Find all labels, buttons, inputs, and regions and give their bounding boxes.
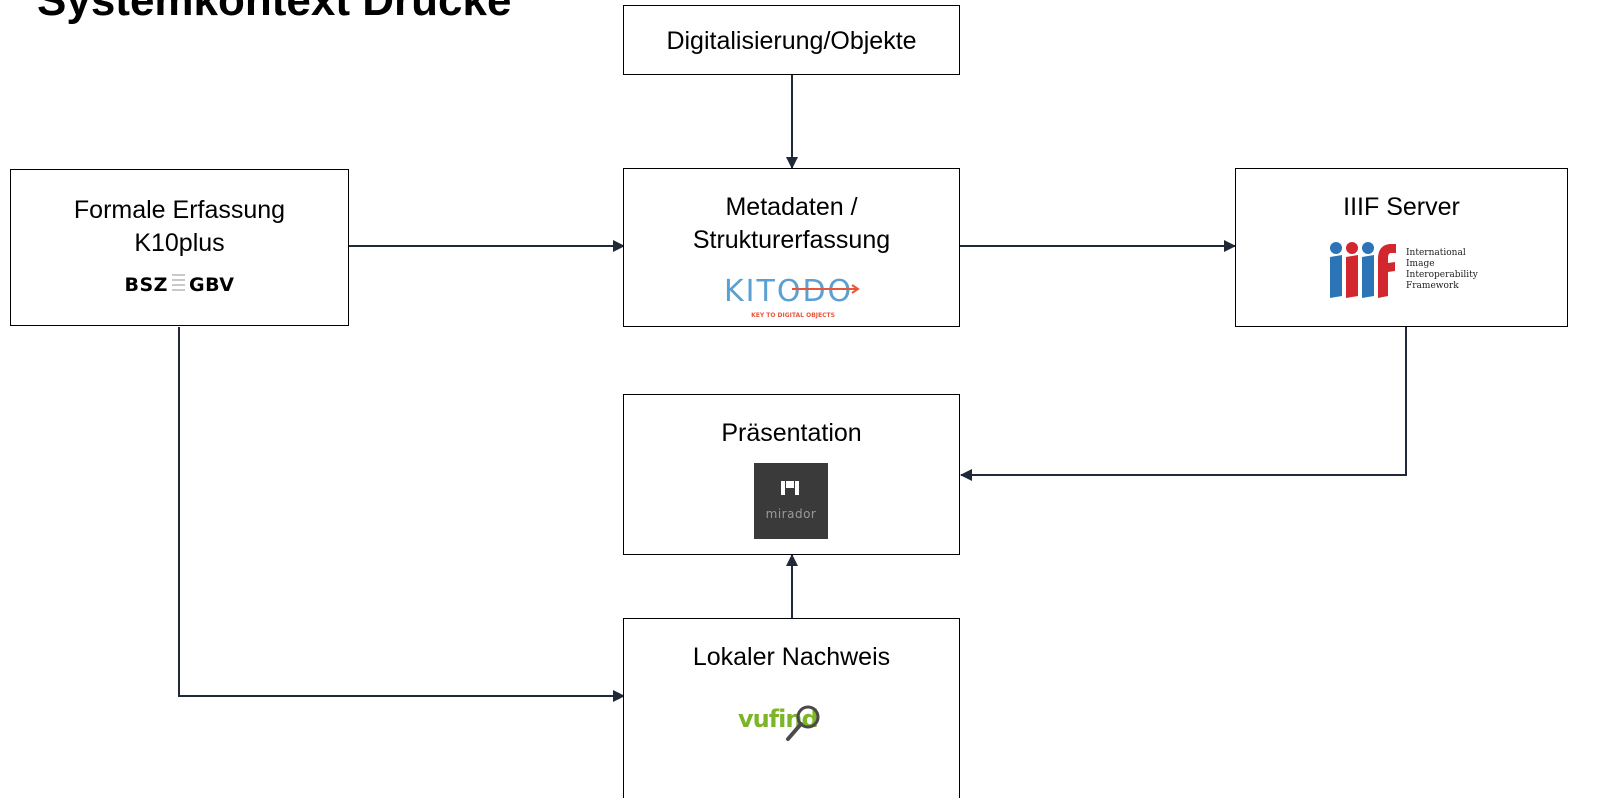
iiif-logo-icon: iiif International Image Interoperabilit…	[1330, 242, 1479, 298]
logo-text: Image	[1406, 259, 1435, 269]
node-label: Präsentation	[721, 419, 862, 447]
node-metadaten: Metadaten / Strukturerfassung KITODO KEY…	[623, 168, 960, 327]
logo-text: International	[1406, 248, 1466, 258]
node-label: Lokaler Nachweis	[692, 643, 891, 671]
node-digitalisierung: Digitalisierung/Objekte	[623, 5, 960, 75]
node-label: Metadaten / Strukturerfassung	[692, 193, 891, 254]
bsz-gbv-logo-icon: BSZ GBV	[11, 274, 348, 296]
logo-text: KITODO	[724, 274, 853, 309]
node-formale-erfassung: Formale Erfassung K10plus BSZ GBV	[10, 169, 349, 326]
node-praesentation: Präsentation mirador	[623, 394, 960, 555]
logo-text: GBV	[188, 274, 235, 296]
page-title: Systemkontext Drucke	[37, 0, 512, 25]
logo-text: Framework	[1406, 281, 1459, 291]
logo-text: vufind	[738, 705, 818, 733]
logo-text: Interoperability	[1406, 270, 1479, 280]
logo-text: KEY TO DIGITAL OBJECTS	[751, 312, 835, 319]
kitodo-logo-icon: KITODO KEY TO DIGITAL OBJECTS	[724, 274, 860, 319]
edge-formale-lokaler	[178, 327, 625, 702]
node-label: Formale Erfassung K10plus	[73, 196, 286, 257]
logo-text: mirador	[765, 507, 817, 521]
vufind-logo-icon: vufind	[738, 705, 820, 741]
node-label: IIIF Server	[1343, 193, 1460, 221]
node-iiif-server: IIIF Server iiif International Image Int…	[1235, 168, 1568, 327]
mirador-logo-icon: mirador	[754, 463, 828, 539]
node-lokaler-nachweis: Lokaler Nachweis vufind	[623, 618, 960, 798]
node-label: Digitalisierung/Objekte	[666, 27, 917, 55]
edge-iiif-praesentation	[960, 327, 1407, 481]
logo-text: BSZ	[124, 274, 168, 296]
